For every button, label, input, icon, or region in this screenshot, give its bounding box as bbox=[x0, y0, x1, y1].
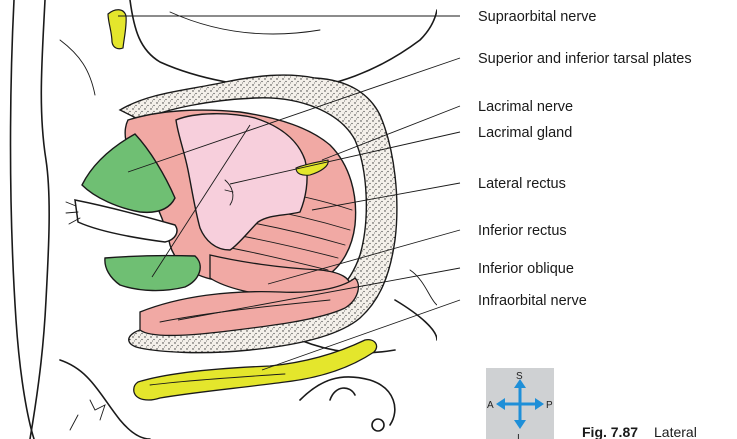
label-inferior-rectus: Inferior rectus bbox=[478, 223, 567, 239]
label-inferior-oblique: Inferior oblique bbox=[478, 261, 574, 277]
skull-illustration bbox=[11, 0, 438, 439]
label-lacrimal-nerve: Lacrimal nerve bbox=[478, 99, 573, 115]
label-infraorbital-nerve: Infraorbital nerve bbox=[478, 293, 587, 309]
compass-superior: S bbox=[516, 371, 523, 382]
inferior-tarsal-plate bbox=[105, 256, 200, 291]
label-supraorbital-nerve: Supraorbital nerve bbox=[478, 9, 597, 25]
label-lacrimal-gland: Lacrimal gland bbox=[478, 125, 572, 141]
label-lateral-rectus: Lateral rectus bbox=[478, 176, 566, 192]
compass-inferior: I bbox=[517, 433, 520, 439]
compass-anterior: A bbox=[487, 400, 494, 411]
label-tarsal-plates: Superior and inferior tarsal plates bbox=[478, 51, 692, 67]
caption-number: Fig. 7.87 bbox=[582, 424, 638, 439]
caption-text: Lateral bbox=[654, 424, 697, 439]
compass-posterior: P bbox=[546, 400, 553, 411]
orientation-compass: S I A P bbox=[486, 368, 554, 439]
structure-labels: Supraorbital nerve Superior and inferior… bbox=[478, 9, 692, 309]
figure-caption: Fig. 7.87 Lateral bbox=[582, 424, 697, 439]
